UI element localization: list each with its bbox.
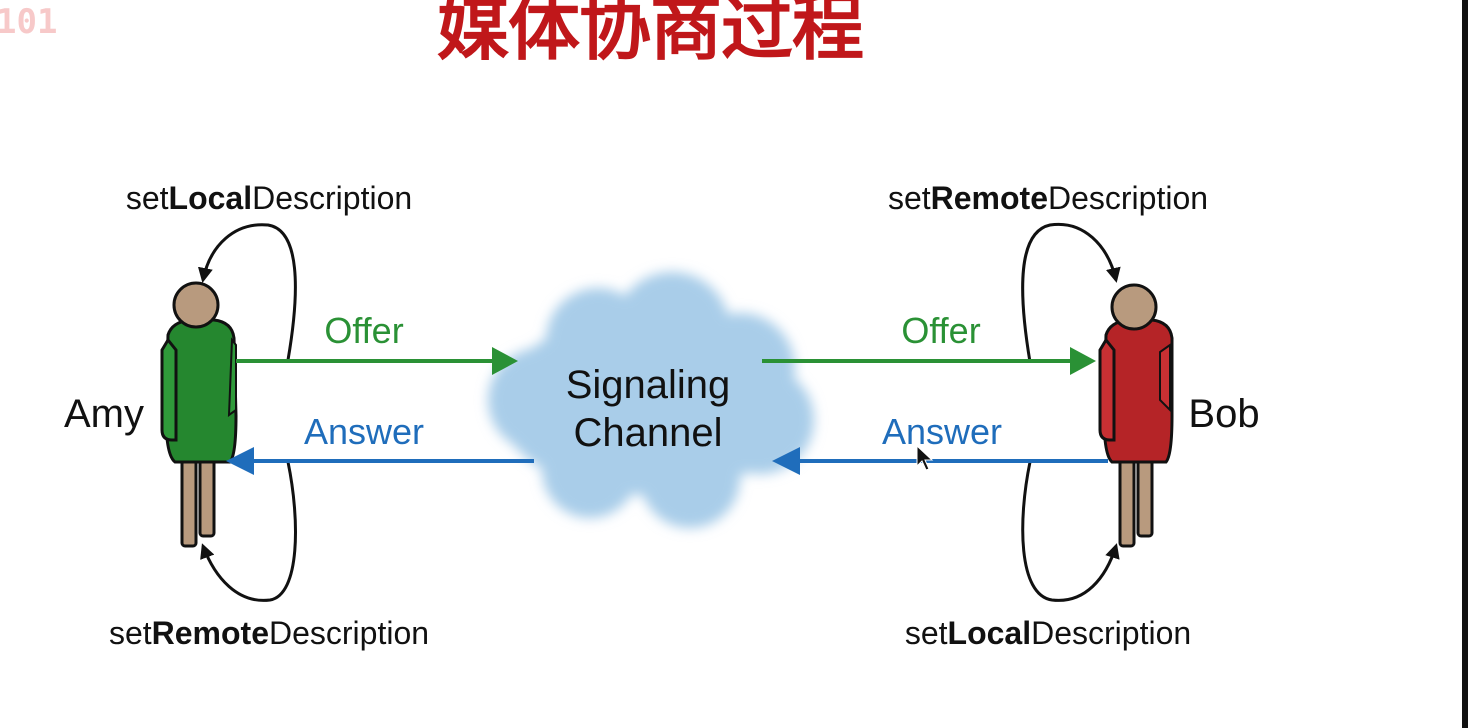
cloud-label-line2: Channel xyxy=(573,411,722,455)
offer-label-left: Offer xyxy=(324,310,403,351)
answer-label-left: Answer xyxy=(304,411,424,452)
answer-label-right: Answer xyxy=(882,411,1002,452)
offer-label-right: Offer xyxy=(901,310,980,351)
watermark: 101 xyxy=(0,2,58,42)
cloud-label-line1: Signaling xyxy=(566,363,731,407)
bob-top-api-label: setRemoteDescription xyxy=(888,180,1208,216)
amy-set-local-loop-arrow xyxy=(198,223,297,361)
amy-top-api-label: setLocalDescription xyxy=(126,180,412,216)
amy-bottom-api-label: setRemoteDescription xyxy=(109,615,429,651)
offer-arrow-left xyxy=(236,347,518,375)
bob-set-local-loop-arrow xyxy=(1021,461,1120,602)
window-edge xyxy=(1462,0,1468,728)
amy-set-remote-loop-arrow xyxy=(200,461,297,602)
slide-title: 媒体协商过程 xyxy=(437,0,864,70)
bob-name: Bob xyxy=(1188,392,1259,436)
bob-bottom-api-label: setLocalDescription xyxy=(905,615,1191,651)
answer-arrow-right xyxy=(772,447,1108,475)
answer-arrow-left xyxy=(226,447,534,475)
amy-figure-icon xyxy=(160,281,238,548)
mouse-cursor-icon xyxy=(916,444,934,471)
offer-arrow-right xyxy=(762,347,1096,375)
signaling-channel-cloud xyxy=(488,272,814,528)
bob-figure-icon xyxy=(1098,283,1174,548)
amy-name: Amy xyxy=(64,392,144,436)
bob-set-remote-loop-arrow xyxy=(1021,222,1121,363)
